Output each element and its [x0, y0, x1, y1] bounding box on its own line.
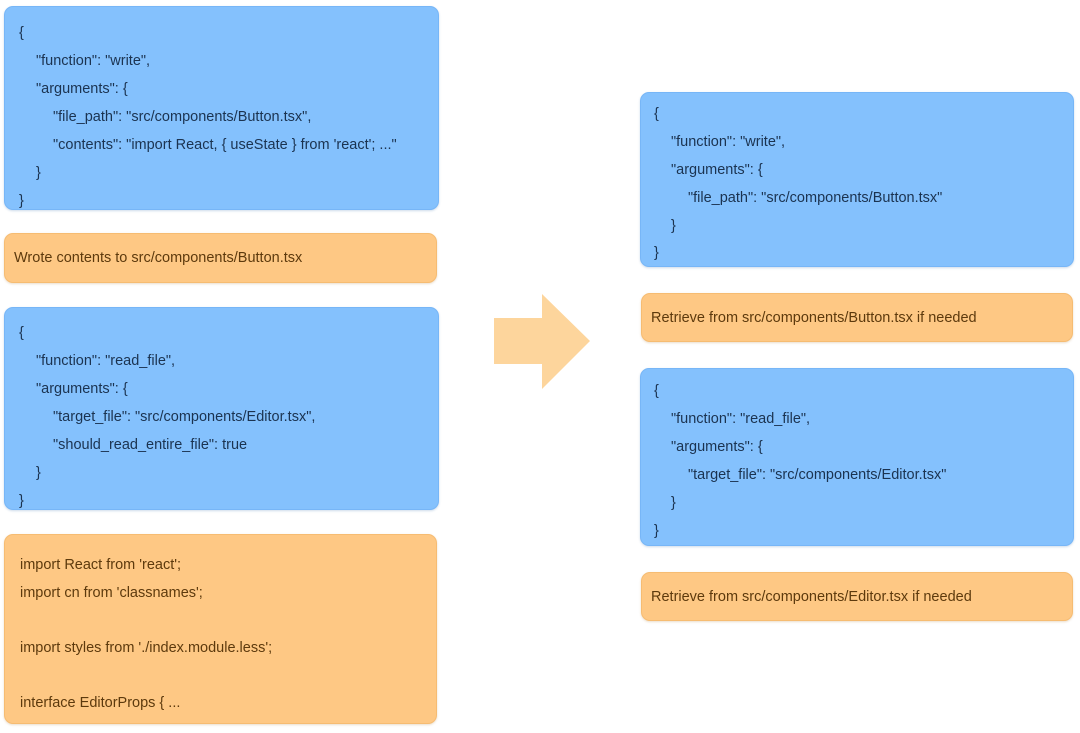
code-line: "arguments": { — [36, 381, 128, 397]
left-write-call-box: { "function": "write", "arguments": { "f… — [4, 6, 439, 210]
code-line: interface EditorProps { ... — [20, 695, 181, 711]
code-line: "function": "read_file", — [671, 411, 811, 427]
left-read-call-box: { "function": "read_file", "arguments": … — [4, 307, 439, 510]
left-write-result-box: Wrote contents to src/components/Button.… — [4, 233, 437, 283]
code-line: "function": "write", — [36, 53, 151, 69]
code-line: { — [19, 25, 24, 41]
code-line: "contents": "import React, { useState } … — [53, 137, 397, 153]
code-line: "arguments": { — [671, 162, 763, 178]
code-line: "target_file": "src/components/Editor.ts… — [53, 409, 316, 425]
code-line: } — [654, 523, 659, 539]
code-line: "should_read_entire_file": true — [53, 437, 248, 453]
result-text: Retrieve from src/components/Editor.tsx … — [651, 588, 972, 605]
code-line: } — [36, 465, 41, 481]
code-line: "file_path": "src/components/Button.tsx" — [688, 190, 943, 206]
code-line: } — [19, 493, 24, 509]
code-line: } — [19, 193, 24, 209]
right-read-result-box: Retrieve from src/components/Editor.tsx … — [641, 572, 1073, 621]
code-line: { — [654, 383, 659, 399]
right-arrow-icon — [494, 294, 590, 389]
code-line: "target_file": "src/components/Editor.ts… — [688, 467, 947, 483]
left-read-result-box: import React from 'react'; import cn fro… — [4, 534, 437, 724]
code-line: import React from 'react'; — [20, 557, 182, 573]
code-line: } — [654, 245, 659, 261]
right-read-call-box: { "function": "read_file", "arguments": … — [640, 368, 1074, 546]
code-line: } — [671, 495, 676, 511]
code-line: import cn from 'classnames'; — [20, 585, 203, 601]
result-text: Retrieve from src/components/Button.tsx … — [651, 309, 977, 326]
right-write-result-box: Retrieve from src/components/Button.tsx … — [641, 293, 1073, 342]
code-line: "arguments": { — [671, 439, 763, 455]
code-line: } — [36, 165, 41, 181]
code-line: { — [19, 325, 24, 341]
code-line: "function": "write", — [671, 134, 786, 150]
arrow-shape — [494, 294, 590, 389]
code-line: "function": "read_file", — [36, 353, 176, 369]
code-line: { — [654, 106, 659, 122]
code-line: "file_path": "src/components/Button.tsx"… — [53, 109, 312, 125]
code-line: "arguments": { — [36, 81, 128, 97]
right-write-call-box: { "function": "write", "arguments": { "f… — [640, 92, 1074, 267]
code-line: } — [671, 218, 676, 234]
result-text: Wrote contents to src/components/Button.… — [14, 250, 303, 266]
code-line: import styles from './index.module.less'… — [20, 640, 273, 656]
